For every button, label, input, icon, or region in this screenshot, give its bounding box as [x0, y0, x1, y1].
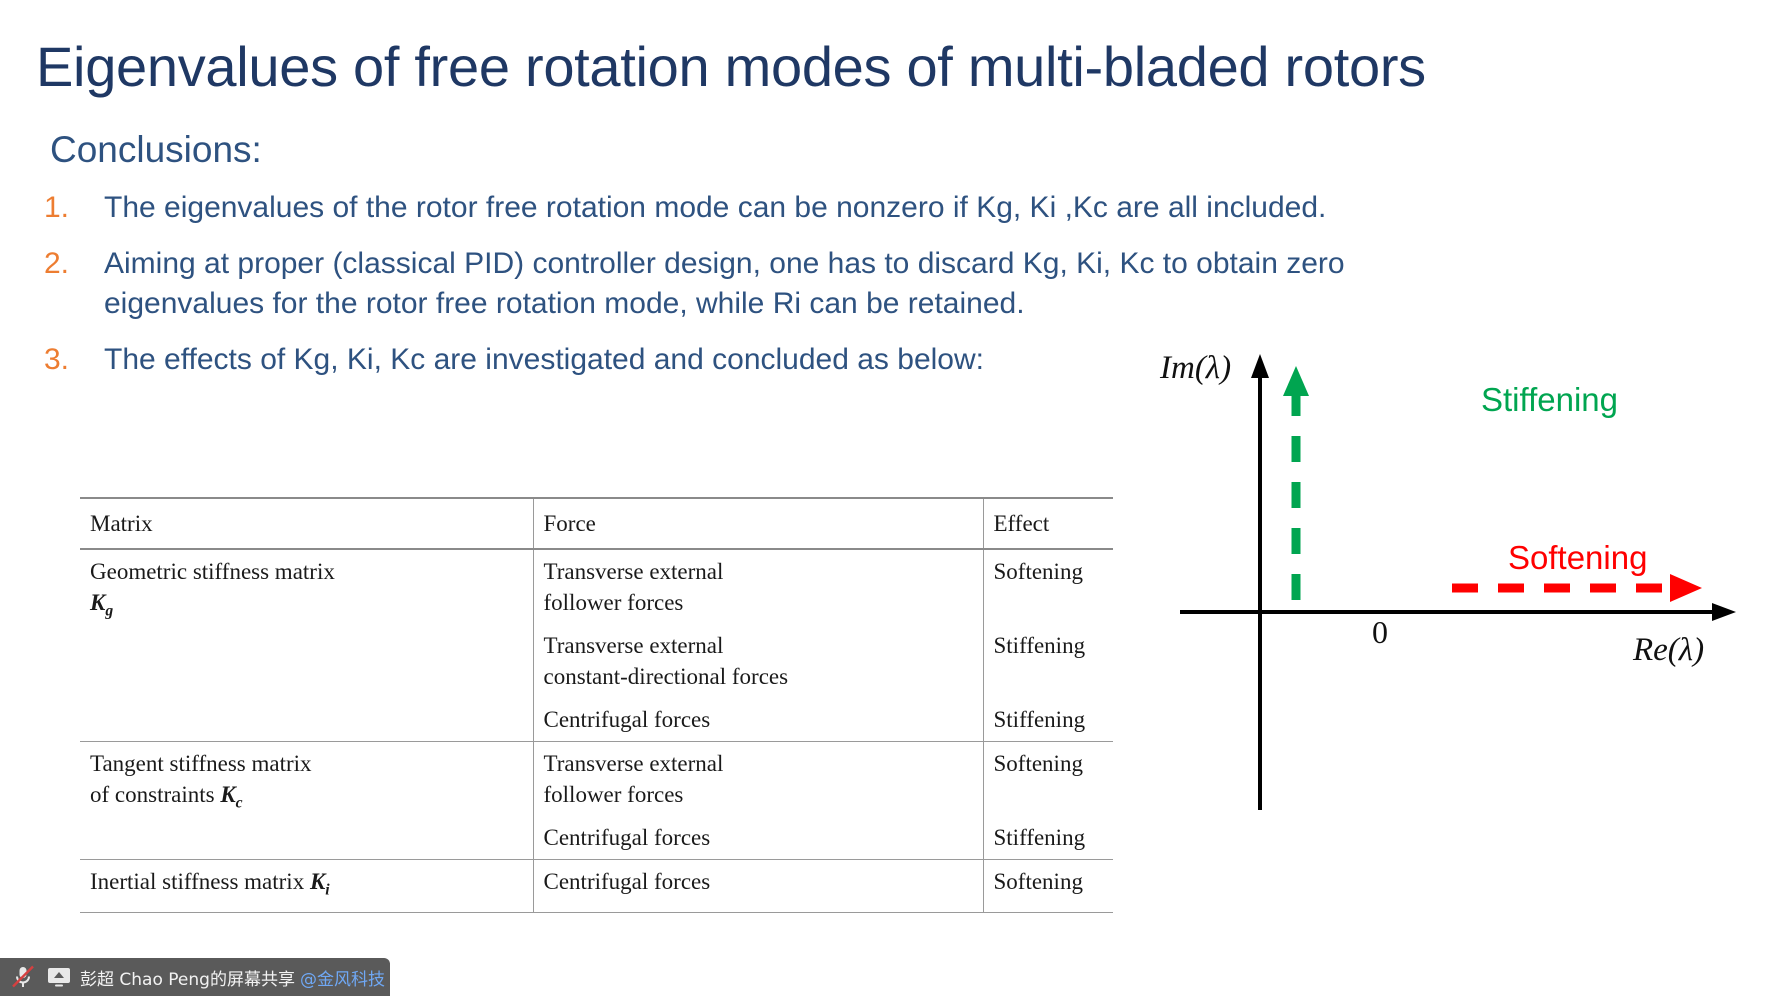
table-row: Centrifugal forces Stiffening [80, 816, 1113, 860]
real-axis [1180, 603, 1736, 621]
list-item-number: 3. [44, 343, 70, 376]
table-header-row: Matrix Force Effect [80, 497, 1113, 550]
list-item-text: Aiming at proper (classical PID) control… [104, 244, 1374, 324]
table-row: Geometric stiffness matrix Kg Transverse… [80, 549, 1113, 624]
cell-matrix-ki: Inertial stiffness matrix Ki [80, 859, 533, 913]
cell-matrix-kg: Geometric stiffness matrix Kg [80, 549, 533, 742]
screen-share-label: 彭超 Chao Peng的屏幕共享 [80, 969, 295, 990]
diagram-svg [1180, 354, 1736, 810]
table-row: Inertial stiffness matrix Ki Centrifugal… [80, 859, 1113, 913]
cell-force: Transverse external follower forces [532, 741, 983, 816]
list-item: 3. The effects of Kg, Ki, Kc are investi… [44, 340, 1374, 380]
cell-force: Centrifugal forces [532, 859, 983, 913]
microphone-muted-icon[interactable] [8, 965, 38, 989]
list-item-number: 1. [44, 191, 70, 224]
column-header-force: Force [532, 497, 983, 550]
matrix-name: Tangent stiffness matrix [90, 751, 312, 776]
column-header-effect: Effect [982, 497, 1113, 550]
stiffening-label: Stiffening [1481, 381, 1618, 418]
complex-plane-diagram [1180, 350, 1740, 820]
conclusions-list: 1. The eigenvalues of the rotor free rot… [44, 188, 1374, 396]
force-line2: follower forces [543, 590, 684, 615]
force-line1: Transverse external [543, 559, 724, 584]
list-item-line1: The effects of Kg, Ki, Kc are investigat… [104, 343, 984, 376]
column-header-matrix: Matrix [80, 497, 533, 550]
list-item-line2: eigenvalues for the rotor free rotation … [104, 287, 1025, 320]
stiffening-arrow [1283, 366, 1309, 600]
list-item-text: The eigenvalues of the rotor free rotati… [104, 188, 1374, 228]
table-row: Tangent stiffness matrix of constraints … [80, 741, 1113, 860]
force-line1: Transverse external [543, 751, 724, 776]
screen-share-icon[interactable] [44, 965, 74, 989]
cell-effect: Softening [982, 549, 1113, 624]
matrix-symbol-kg: Kg [90, 590, 114, 620]
force-line2: constant-directional forces [543, 664, 789, 689]
cell-force: Centrifugal forces [532, 698, 983, 742]
real-axis-label: Re(λ) [1633, 632, 1705, 668]
matrix-name-line2: of constraints [90, 782, 215, 807]
force-line2: follower forces [543, 782, 684, 807]
cell-matrix-kc: Tangent stiffness matrix of constraints … [80, 741, 533, 860]
matrix-symbol-kc: Kc [220, 782, 243, 812]
cell-effect: Stiffening [982, 816, 1113, 860]
list-item-text: The effects of Kg, Ki, Kc are investigat… [104, 340, 1374, 380]
matrix-name: Inertial stiffness matrix [90, 869, 305, 894]
list-item: 2. Aiming at proper (classical PID) cont… [44, 244, 1374, 324]
table-row: Transverse external constant-directional… [80, 624, 1113, 698]
cell-force: Transverse external follower forces [532, 549, 983, 624]
cell-effect: Softening [982, 859, 1113, 913]
table-row: Centrifugal forces Stiffening [80, 698, 1113, 742]
effects-table: Matrix Force Effect Geometric stiffness … [80, 497, 1113, 913]
matrix-symbol-ki: Ki [309, 869, 330, 899]
screen-share-bar[interactable]: 彭超 Chao Peng的屏幕共享 @金风科技 [0, 958, 390, 996]
screen-share-org: @金风科技 [299, 969, 385, 990]
conclusions-heading: Conclusions: [50, 129, 262, 170]
list-item-line1: The eigenvalues of the rotor free rotati… [104, 191, 1327, 224]
matrix-name: Geometric stiffness matrix [90, 559, 335, 584]
cell-effect: Stiffening [982, 624, 1113, 698]
page-title: Eigenvalues of free rotation modes of mu… [36, 35, 1426, 98]
imaginary-axis-label: Im(λ) [1160, 350, 1232, 386]
imaginary-axis [1251, 354, 1269, 810]
cell-effect: Softening [982, 741, 1113, 816]
cell-force: Transverse external constant-directional… [532, 624, 983, 698]
list-item-number: 2. [44, 247, 70, 280]
list-item: 1. The eigenvalues of the rotor free rot… [44, 188, 1374, 228]
force-line1: Transverse external [543, 633, 724, 658]
effects-table-wrapper: Matrix Force Effect Geometric stiffness … [80, 497, 1113, 913]
cell-effect: Stiffening [982, 698, 1113, 742]
softening-arrow [1452, 574, 1702, 602]
cell-force: Centrifugal forces [532, 816, 983, 860]
list-item-line1: Aiming at proper (classical PID) control… [104, 247, 1345, 280]
softening-label: Softening [1508, 539, 1648, 576]
origin-label: 0 [1372, 614, 1388, 650]
